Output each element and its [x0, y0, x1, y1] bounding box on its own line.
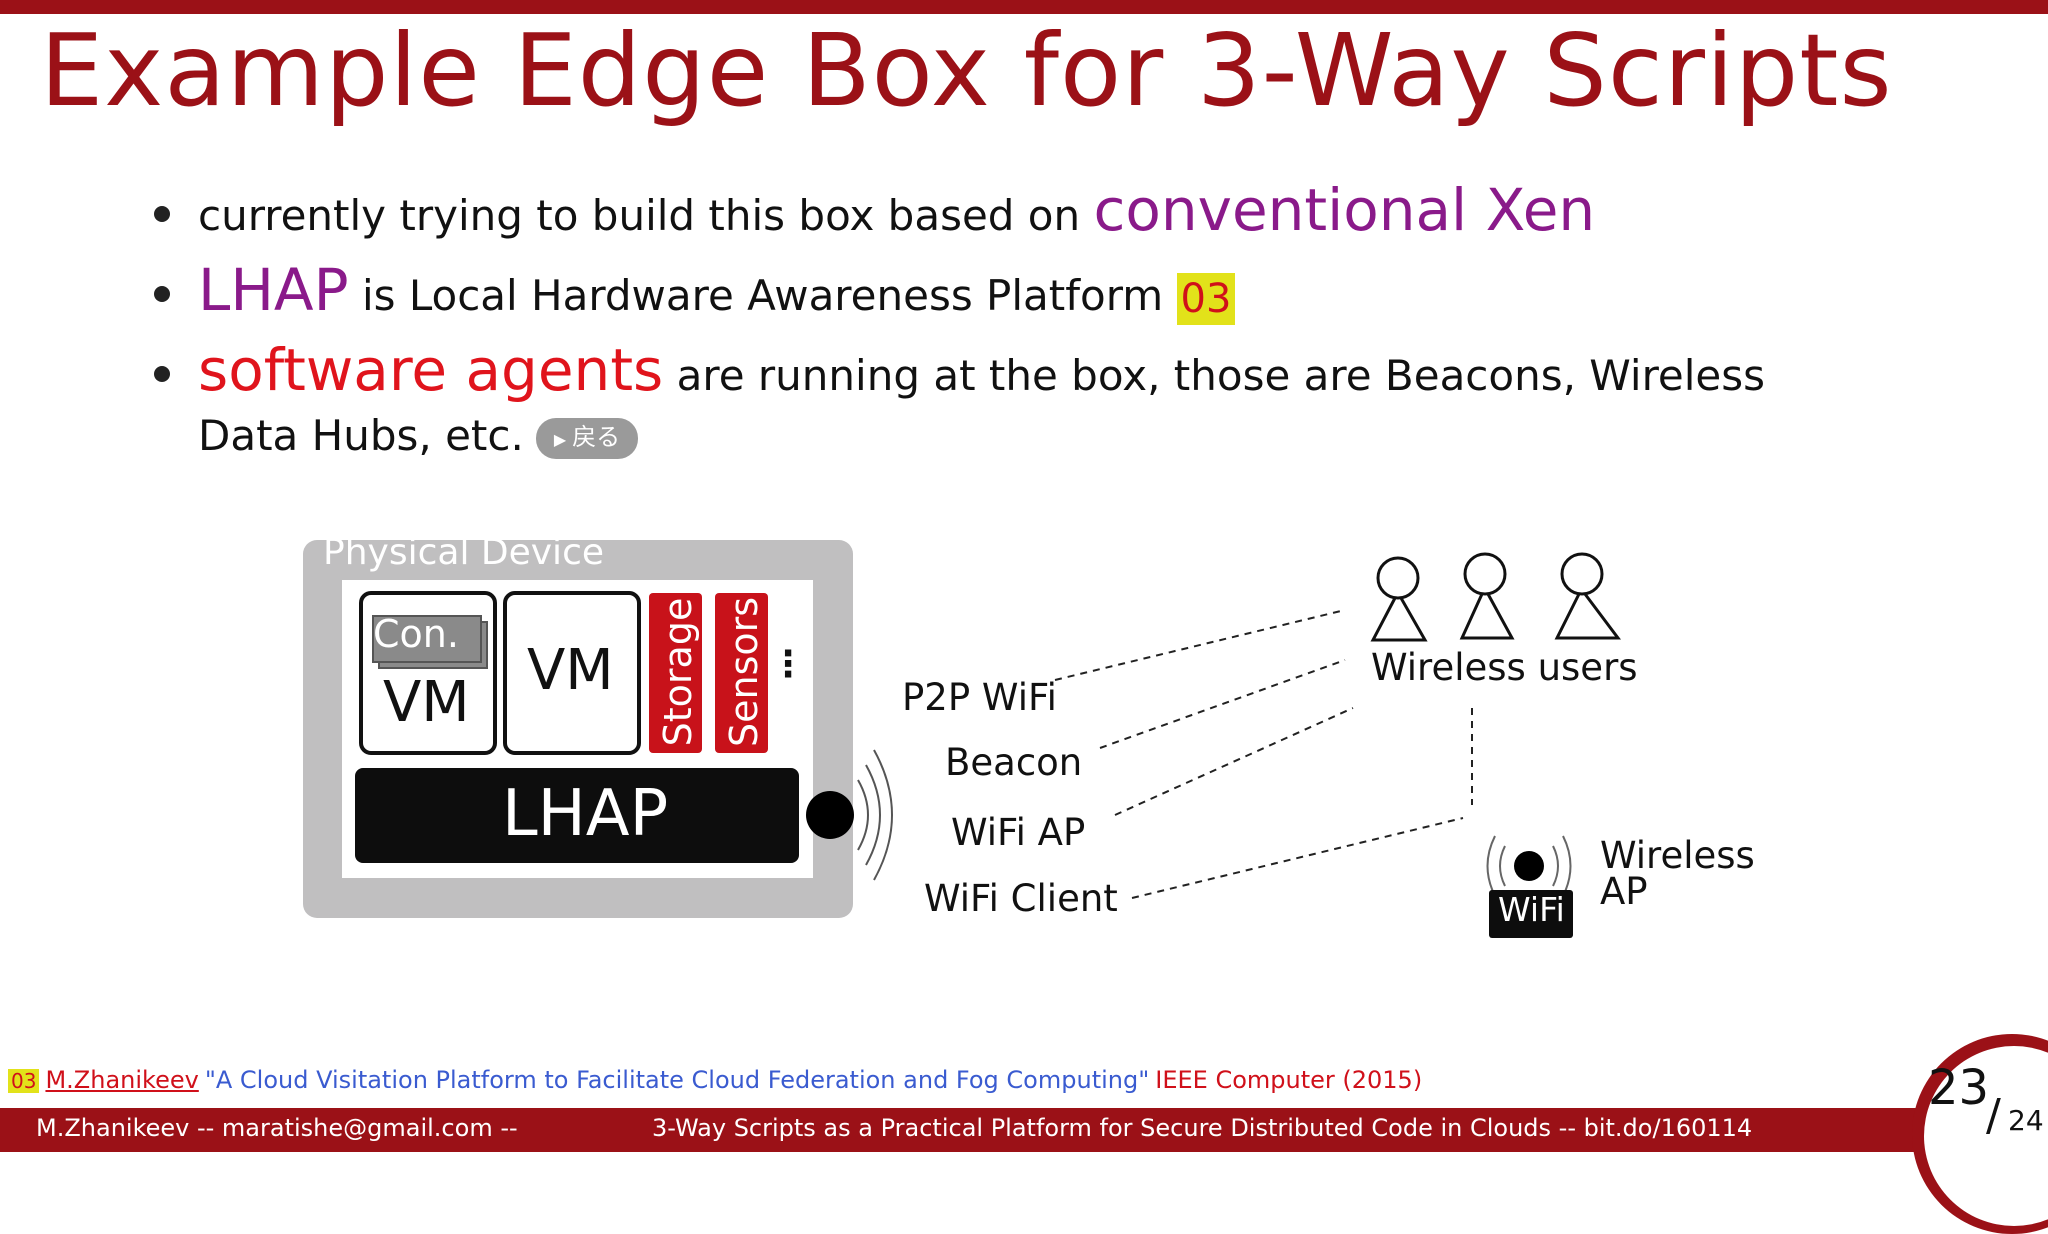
lhap-label: LHAP: [502, 777, 669, 851]
lhap-box: [355, 768, 799, 863]
page-slash: /: [1986, 1090, 2001, 1141]
more-dots: ⋮: [770, 644, 806, 685]
bullet-3-text: are running at the box, those are Beacon…: [198, 351, 1766, 460]
footer-ref-tag: 03: [8, 1069, 40, 1093]
link-label-wifi-ap: WiFi AP: [951, 811, 1086, 854]
bullet-list: currently trying to build this box based…: [150, 180, 1850, 480]
footer-author: M.Zhanikeev -- maratishe@gmail.com --: [36, 1114, 518, 1142]
page-total: 24: [2008, 1104, 2044, 1137]
wireless-ap-label-line2: AP: [1600, 870, 1648, 913]
signal-wave-1: [857, 779, 869, 851]
storage-label: Storage: [656, 597, 700, 747]
storage-box: [649, 593, 702, 753]
top-bar: [0, 0, 2048, 14]
bullet-1: currently trying to build this box based…: [150, 180, 1850, 246]
vm-box-1: [359, 591, 497, 755]
physical-device-label: Physical Device: [323, 532, 605, 573]
vm-2-label: VM: [527, 638, 614, 703]
con-stack-mid: [372, 615, 482, 663]
user-icon-3: [1554, 552, 1621, 640]
edge-box-diagram: [303, 540, 1621, 938]
signal-wave-2: [865, 764, 881, 866]
ap-wave-right-2: [1562, 835, 1572, 897]
vm-1-label: VM: [383, 670, 470, 735]
footer-talk-title: 3-Way Scripts as a Practical Platform fo…: [652, 1114, 1753, 1142]
wifi-badge: [1489, 890, 1573, 938]
bullet-2: LHAP is Local Hardware Awareness Platfor…: [150, 260, 1850, 326]
play-triangle-icon: ▶: [553, 430, 567, 449]
ap-wave-left-2: [1486, 835, 1496, 897]
bullet-1-text: currently trying to build this box based…: [198, 191, 1094, 240]
wifi-badge-label: WiFi: [1498, 890, 1565, 929]
user-icon-1: [1370, 556, 1428, 642]
bullet-1-highlight: conventional Xen: [1093, 176, 1596, 244]
link-label-wifi-client: WiFi Client: [924, 877, 1118, 920]
link-wifi-ap: [1114, 707, 1354, 816]
link-beacon: [1099, 659, 1346, 749]
user-icon-2: [1459, 552, 1515, 640]
bullet-3: software agents are running at the box, …: [150, 340, 1850, 466]
bottom-bar: [0, 1108, 2048, 1152]
back-button[interactable]: ▶ 戻る: [535, 418, 639, 459]
page-number: 23: [1928, 1060, 1990, 1116]
diagram-labels: Physical Device Con. VM VM Storage Senso…: [323, 532, 1755, 929]
bullet-2-text: is Local Hardware Awareness Platform: [348, 271, 1177, 320]
vm-box-2: [503, 591, 641, 755]
slide-title: Example Edge Box for 3-Way Scripts: [40, 12, 1893, 129]
link-p2p-wifi: [1054, 609, 1346, 681]
antenna-dot-icon: [806, 791, 854, 839]
link-label-p2p-wifi: P2P WiFi: [902, 676, 1057, 719]
sensors-box: [715, 593, 768, 753]
footer-ref-venue: IEEE Computer (2015): [1155, 1066, 1423, 1094]
ap-wave-right-1: [1552, 845, 1559, 887]
bullet-2-highlight: LHAP: [198, 256, 349, 324]
bullet-3-highlight: software agents: [198, 336, 664, 404]
wireless-ap-label-line1: Wireless: [1600, 834, 1755, 877]
wireless-users-label: Wireless users: [1371, 646, 1638, 689]
footer-ref-paper: "A Cloud Visitation Platform to Facilita…: [204, 1066, 1150, 1094]
footer-ref-author-link[interactable]: M.Zhanikeev: [45, 1066, 199, 1094]
link-label-beacon: Beacon: [945, 741, 1083, 784]
back-button-label: 戻る: [572, 423, 621, 451]
con-label: Con.: [373, 612, 459, 656]
ap-wave-left-1: [1499, 845, 1506, 887]
link-wifi-client: [1131, 817, 1464, 899]
wireless-ap-dot-icon: [1514, 851, 1544, 881]
signal-wave-3: [873, 749, 893, 881]
reference-tag[interactable]: 03: [1176, 272, 1236, 325]
sensors-label: Sensors: [722, 596, 766, 747]
